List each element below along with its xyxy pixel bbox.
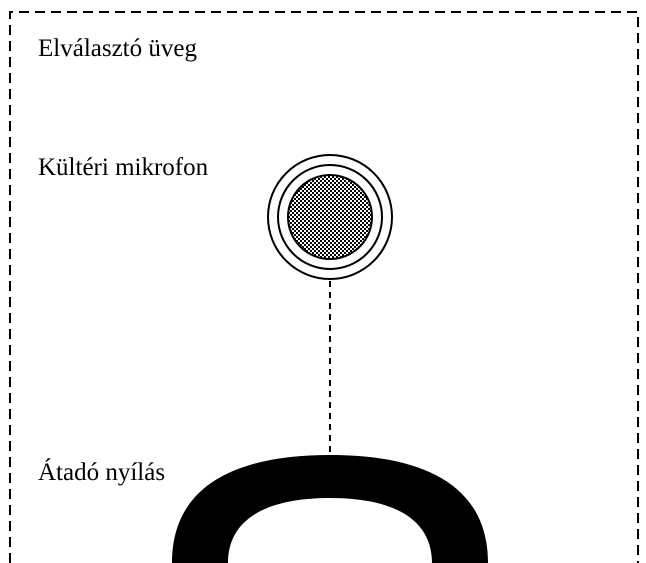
transfer-opening-label: Átadó nyílás xyxy=(38,459,166,486)
outdoor-microphone-icon xyxy=(267,154,393,280)
separator-glass-boundary xyxy=(9,11,639,563)
transfer-opening-arch xyxy=(172,455,488,563)
separator-glass-label: Elválasztó üveg xyxy=(38,35,197,62)
outdoor-microphone-label: Kültéri mikrofon xyxy=(38,154,209,181)
